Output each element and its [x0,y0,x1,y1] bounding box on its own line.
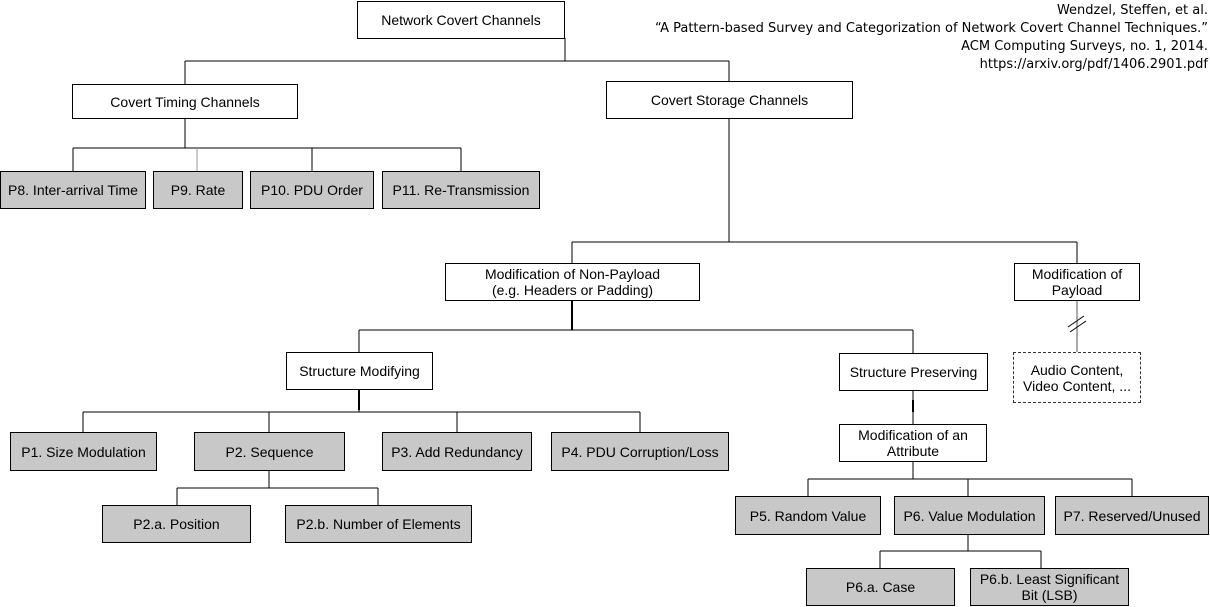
pattern-p2-sequence: P2. Sequence [194,432,345,471]
pattern-p11-re-transmission: P11. Re-Transmission [382,171,540,209]
pattern-p1-size-modulation: P1. Size Modulation [10,432,157,471]
pattern-p9-rate: P9. Rate [153,171,243,209]
pattern-p6a-case: P6.a. Case [806,568,955,606]
pattern-p5-random-value: P5. Random Value [735,496,881,535]
pattern-p8-inter-arrival-time: P8. Inter-arrival Time [0,171,146,209]
pattern-p3-add-redundancy: P3. Add Redundancy [382,432,532,471]
citation-authors: Wendzel, Steffen, et al. [1056,3,1208,18]
node-structure-preserving: Structure Preserving [839,353,988,391]
node-structure-modifying: Structure Modifying [286,352,433,390]
pattern-p4-pdu-corruption-loss: P4. PDU Corruption/Loss [551,432,729,471]
citation-venue: ACM Computing Surveys, no. 1, 2014. [961,39,1208,54]
citation: Wendzel, Steffen, et al. “A Pattern-base… [655,2,1208,74]
node-modification-non-payload: Modification of Non-Payload (e.g. Header… [445,263,700,301]
pattern-p6b-lsb: P6.b. Least Significant Bit (LSB) [970,568,1129,606]
node-modification-of-attribute: Modification of an Attribute [839,424,987,462]
pattern-p7-reserved-unused: P7. Reserved/Unused [1055,496,1209,535]
node-covert-storage-channels: Covert Storage Channels [606,81,853,119]
citation-url: https://arxiv.org/pdf/1406.2901.pdf [979,57,1208,72]
node-covert-timing-channels: Covert Timing Channels [72,84,298,119]
node-payload-examples: Audio Content, Video Content, ... [1013,352,1141,403]
pattern-p2b-number-of-elements: P2.b. Number of Elements [285,505,472,543]
pattern-p10-pdu-order: P10. PDU Order [250,171,374,209]
node-modification-payload: Modification of Payload [1014,263,1140,301]
pattern-p6-value-modulation: P6. Value Modulation [894,496,1045,535]
pattern-p2a-position: P2.a. Position [102,505,251,543]
citation-title: “A Pattern-based Survey and Categorizati… [655,21,1208,36]
node-network-covert-channels: Network Covert Channels [357,1,565,39]
